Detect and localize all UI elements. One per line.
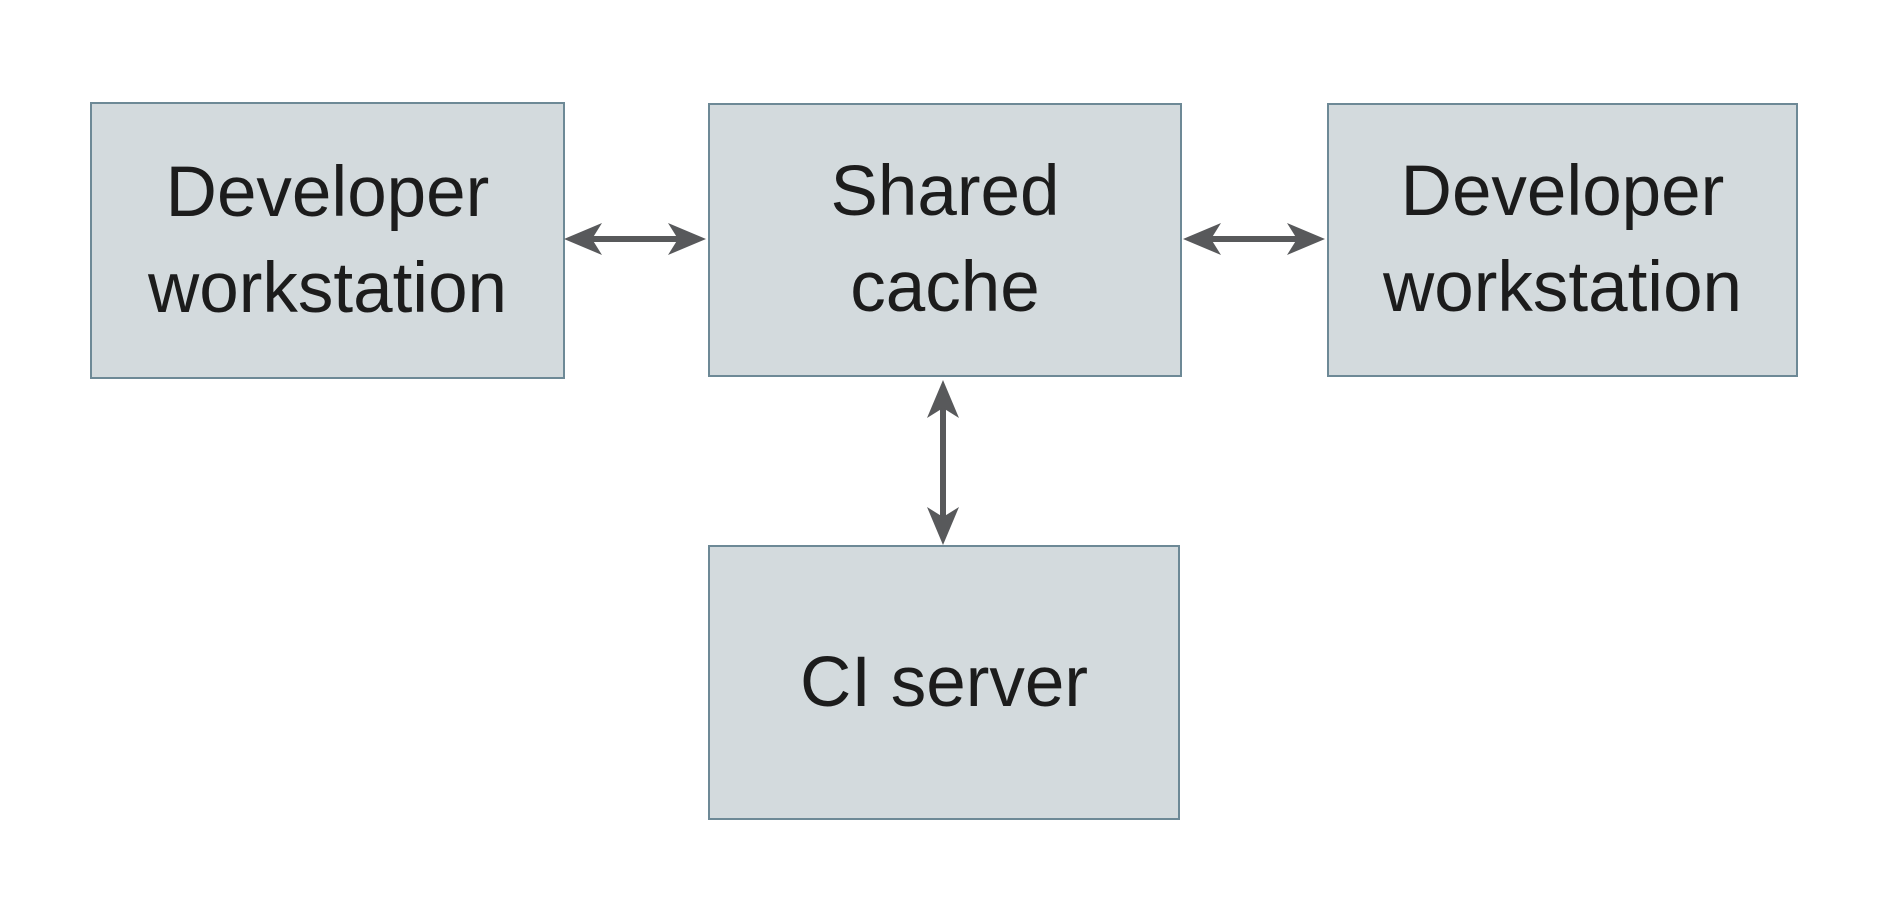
- node-label: Developer workstation: [1383, 144, 1742, 336]
- edge-shared-cache-ci-server: [923, 380, 963, 545]
- node-label: Shared cache: [831, 144, 1060, 336]
- node-label: Developer workstation: [148, 145, 507, 337]
- double-headed-arrow-icon: [1183, 223, 1325, 255]
- node-ci-server: CI server: [708, 545, 1180, 820]
- node-shared-cache: Shared cache: [708, 103, 1182, 377]
- node-label: CI server: [800, 635, 1088, 731]
- node-label-line: workstation: [147, 248, 508, 328]
- node-developer-workstation-left: Developer workstation: [90, 102, 565, 379]
- double-headed-arrow-icon: [927, 380, 959, 545]
- node-label-line: Developer: [165, 152, 490, 232]
- node-developer-workstation-right: Developer workstation: [1327, 103, 1798, 377]
- edge-shared-cache-dev-right: [1183, 219, 1325, 259]
- edge-dev-left-shared-cache: [564, 219, 706, 259]
- node-label-line: cache: [850, 248, 1040, 327]
- node-label-line: workstation: [1382, 248, 1743, 327]
- node-label-line: Developer: [1400, 152, 1725, 232]
- node-label-line: Shared: [830, 152, 1060, 232]
- double-headed-arrow-icon: [564, 223, 706, 255]
- node-label-line: CI server: [800, 642, 1088, 722]
